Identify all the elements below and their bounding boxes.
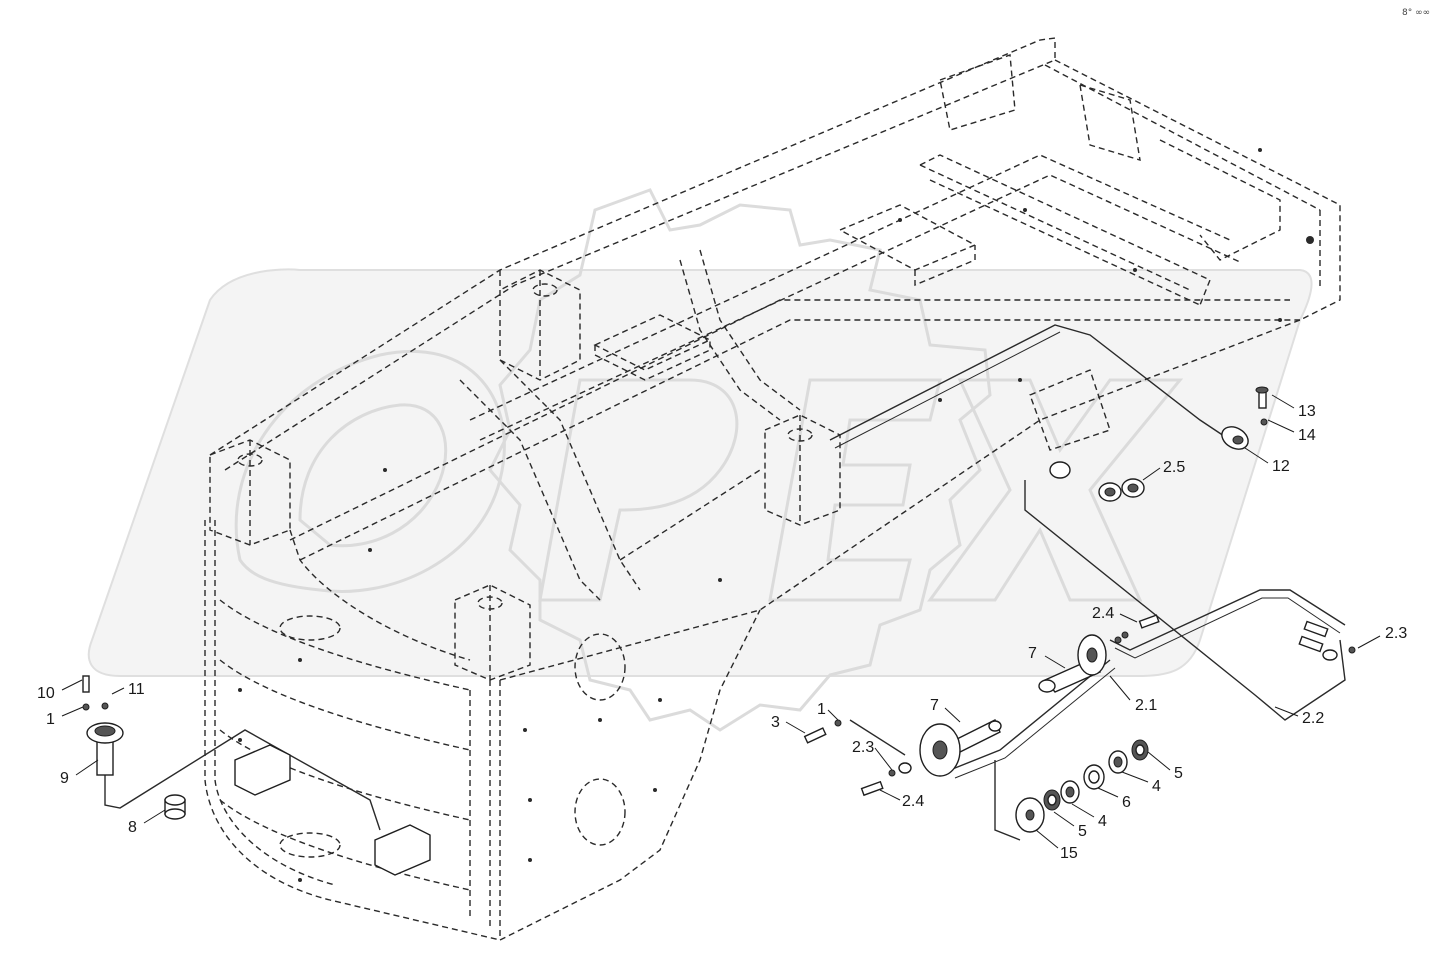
watermark-logo (87, 188, 1313, 732)
plug-8 (164, 794, 186, 820)
callout-8: 8 (128, 819, 137, 836)
callout-14: 14 (1298, 427, 1316, 444)
bolt-13 (1255, 386, 1269, 426)
callout-12: 12 (1272, 458, 1290, 475)
callout-2-2: 2.2 (1302, 710, 1324, 727)
fitting-2-3-mid (860, 762, 912, 797)
pipe-2-2 (1024, 480, 1346, 721)
callout-2-5: 2.5 (1163, 459, 1185, 476)
motor-7-top (1038, 634, 1107, 693)
leader-lines (61, 394, 1381, 849)
callout-7-top: 7 (1028, 645, 1037, 662)
corner-mark: 8° ∞∞ (1402, 8, 1430, 18)
callout-7-mid: 7 (930, 697, 939, 714)
callout-2-3-right: 2.3 (1385, 625, 1407, 642)
pipe-left (104, 729, 381, 831)
callout-2-3-mid: 2.3 (852, 739, 874, 756)
callout-10: 10 (37, 685, 55, 702)
callout-2-1: 2.1 (1135, 697, 1157, 714)
pipe-upper (829, 324, 1231, 441)
callout-1-left: 1 (46, 711, 55, 728)
callout-2-4-bottom: 2.4 (902, 793, 924, 810)
callout-13: 13 (1298, 403, 1316, 420)
callout-5-right: 5 (1174, 765, 1183, 782)
callout-2-4-top: 2.4 (1092, 605, 1114, 622)
fitting-2-5 (1049, 461, 1145, 502)
seal-stack (1015, 739, 1149, 833)
pipe-2-1 (1109, 589, 1346, 651)
callout-11: 11 (128, 681, 145, 698)
fitting-2-3-right (1298, 620, 1356, 661)
callout-3: 3 (771, 714, 780, 731)
callout-1-mid: 1 (817, 701, 826, 718)
frame-assembly (204, 37, 1341, 941)
pipe-assembly (104, 324, 1346, 841)
clamp-12 (1221, 426, 1249, 450)
callout-6: 6 (1122, 794, 1131, 811)
callout-4-right: 4 (1152, 778, 1161, 795)
parts (82, 386, 1356, 876)
bolt-2-4-top (1114, 614, 1160, 644)
callout-4-left: 4 (1098, 813, 1107, 830)
bolt-3 (803, 719, 842, 744)
motor-7-mid (919, 719, 1002, 777)
callout-5-left: 5 (1078, 823, 1087, 840)
sensor-9 (82, 675, 124, 776)
callout-9: 9 (60, 770, 69, 787)
callout-labels: 13 14 12 2.5 2.4 2.3 7 2.1 2.2 7 1 3 2.3… (37, 403, 1407, 862)
callout-15: 15 (1060, 845, 1078, 862)
